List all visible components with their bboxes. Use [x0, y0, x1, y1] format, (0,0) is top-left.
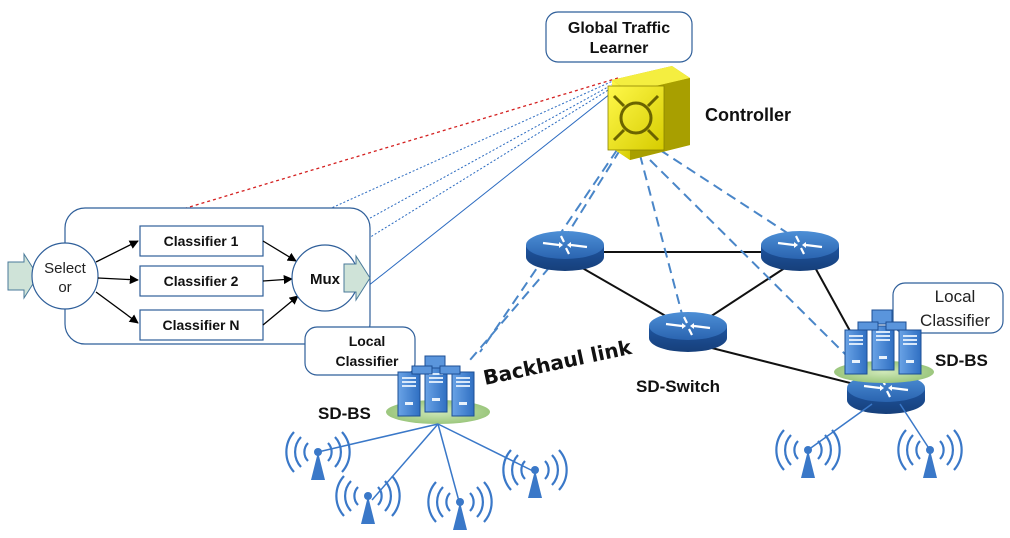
learner-to-classifier-2-arrow — [264, 81, 618, 277]
backhaul-link-label: Backhaul link — [481, 335, 634, 390]
local-classifier-right-label-2: Classifier — [920, 311, 990, 330]
server-icon — [451, 371, 475, 417]
control-link-router-a — [564, 149, 621, 239]
control-link-router-b — [659, 149, 796, 239]
input-arrow-icon — [7, 252, 39, 300]
output-arrow-icon — [343, 254, 371, 302]
link-switch-sdbs — [699, 344, 871, 389]
control-link-sdbs-left — [479, 149, 618, 353]
router-icon-b — [759, 229, 841, 273]
local-classifier-left-label-1: Local — [349, 333, 386, 349]
controller-label: Controller — [705, 105, 791, 125]
classifier-2-to-mux-arrow — [262, 275, 293, 285]
sd-bs-right — [834, 309, 934, 383]
router-icon-a — [524, 229, 606, 273]
sd-switch-router-icon — [647, 310, 729, 354]
selector-circle — [31, 242, 99, 310]
classifier-system: Select or Classifier 1 Classifier 2 Clas… — [7, 207, 371, 345]
selector-label-2: or — [58, 279, 71, 296]
learner-to-mux-line — [329, 83, 619, 263]
server-icon — [397, 371, 421, 417]
antenna-icon — [335, 474, 401, 526]
classifier-n-box — [139, 309, 264, 341]
classifier-2-box — [139, 265, 264, 297]
classifier-1-label: Classifier 1 — [164, 233, 239, 249]
backhaul-link-line — [469, 254, 561, 361]
global-learner-label-2: Learner — [590, 40, 649, 57]
antenna-icon — [897, 428, 963, 480]
classifier-1-to-mux-arrow — [262, 240, 297, 262]
local-classifier-left: Local Classifier — [304, 326, 416, 376]
control-link-sdbs-right — [649, 159, 849, 358]
control-links — [469, 149, 849, 361]
controller-icon — [607, 66, 690, 160]
classifier-n-label: Classifier N — [162, 317, 239, 333]
selector-to-classifier-1-arrow — [95, 240, 139, 263]
antenna-icon — [427, 480, 493, 532]
global-traffic-learner: Global Traffic Learner — [545, 11, 693, 63]
selector-to-classifier-n-arrow — [95, 291, 139, 324]
classifier-n-to-mux-arrow — [262, 295, 299, 326]
selector-to-classifier-2-arrow — [97, 275, 139, 285]
sd-switch-label: SD-Switch — [636, 377, 720, 396]
link-router-b-sdbs — [811, 261, 856, 341]
selector-label-1: Select — [44, 260, 87, 277]
antenna-icon — [775, 428, 841, 480]
classifier-2-label: Classifier 2 — [164, 273, 239, 289]
server-icon — [898, 329, 922, 375]
local-classifier-right: Local Classifier — [892, 282, 1004, 334]
control-link-switch — [639, 154, 684, 319]
local-classifier-right-label-1: Local — [935, 287, 976, 306]
server-icon — [424, 367, 448, 413]
local-classifier-left-label-2: Classifier — [335, 353, 399, 369]
mux-label: Mux — [310, 271, 341, 288]
antenna-icon — [285, 430, 351, 482]
sd-bs-left-label: SD-BS — [318, 404, 371, 423]
sd-bs-left — [386, 355, 490, 424]
server-icon — [844, 329, 868, 375]
antenna-icon — [502, 448, 568, 500]
antenna-links-left — [317, 423, 536, 506]
sd-bs-right-label: SD-BS — [935, 351, 988, 370]
server-icon — [871, 325, 895, 371]
global-learner-label-1: Global Traffic — [568, 20, 670, 37]
